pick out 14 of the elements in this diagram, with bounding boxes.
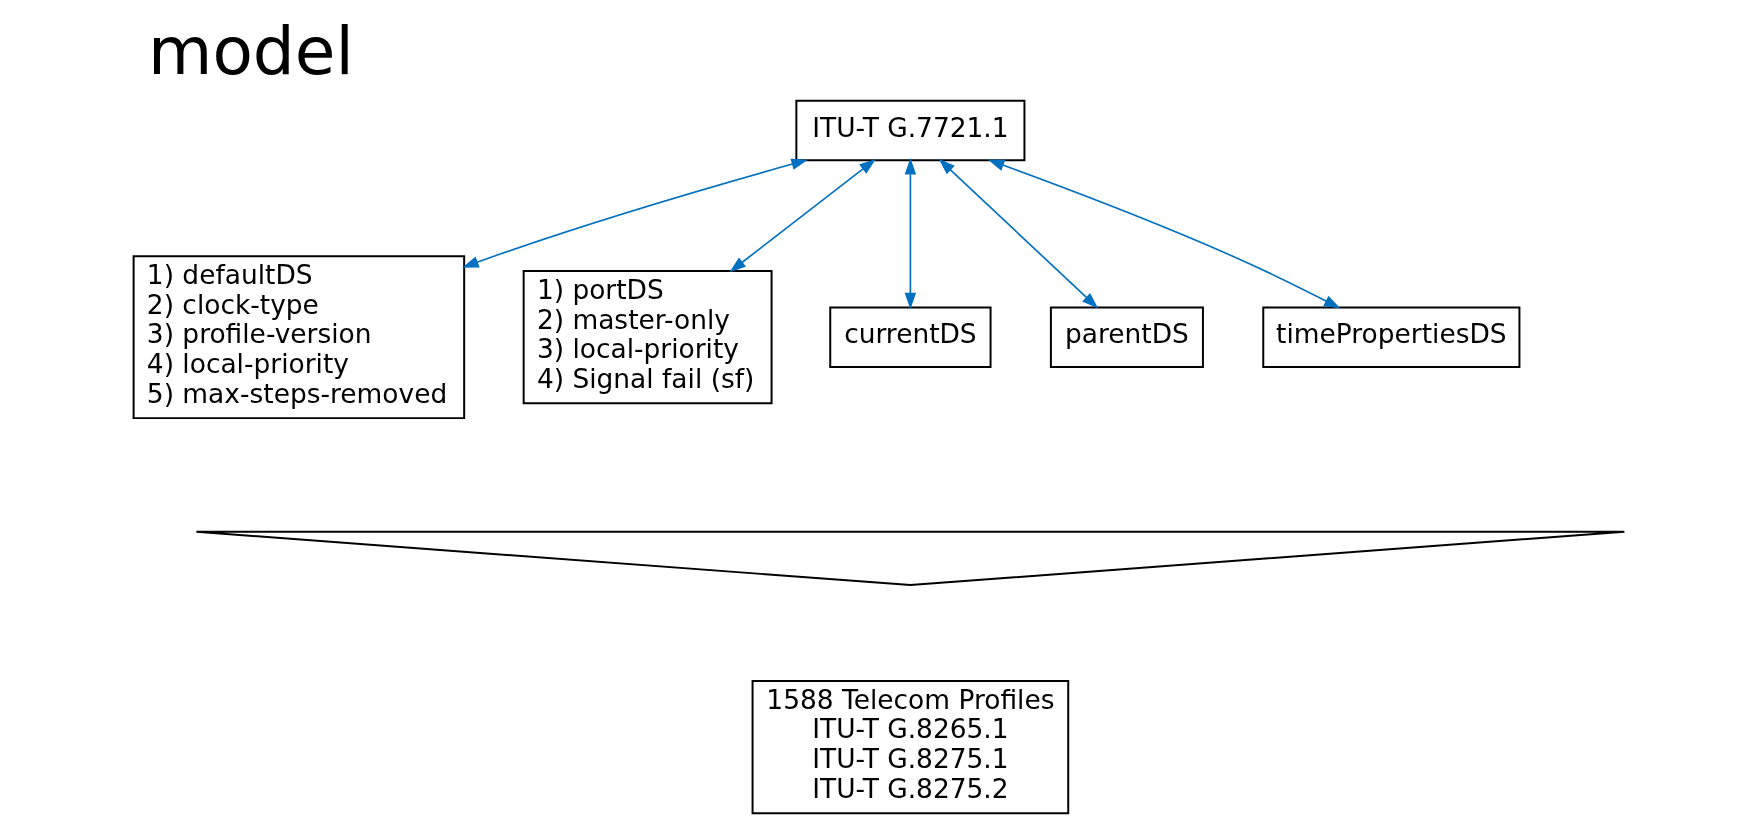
arrow xyxy=(728,158,876,273)
node-box: currentDS xyxy=(828,306,992,368)
node-box: ITU-T G.7721.1 xyxy=(794,99,1025,162)
arrow xyxy=(987,159,1341,309)
arrow xyxy=(461,158,808,268)
node-box: timePropertiesDS xyxy=(1261,306,1520,368)
node-box: 1) portDS 2) master-only 3) local-priority 4) Signal fail (sf) xyxy=(522,270,773,405)
node-triangle xyxy=(194,530,1625,587)
node-box: parentDS xyxy=(1049,306,1204,368)
arrow xyxy=(938,158,1098,309)
diagram-title: model xyxy=(147,13,354,91)
node-box: 1588 Telecom Profiles ITU-T G.8265.1 ITU-T G.8275.1 ITU-T G.8275.2 xyxy=(751,679,1069,815)
arrow xyxy=(904,157,916,310)
node-box: 1) defaultDS 2) clock-type 3) profile-version 4) local-priority 5) max-steps-removed xyxy=(132,255,465,420)
